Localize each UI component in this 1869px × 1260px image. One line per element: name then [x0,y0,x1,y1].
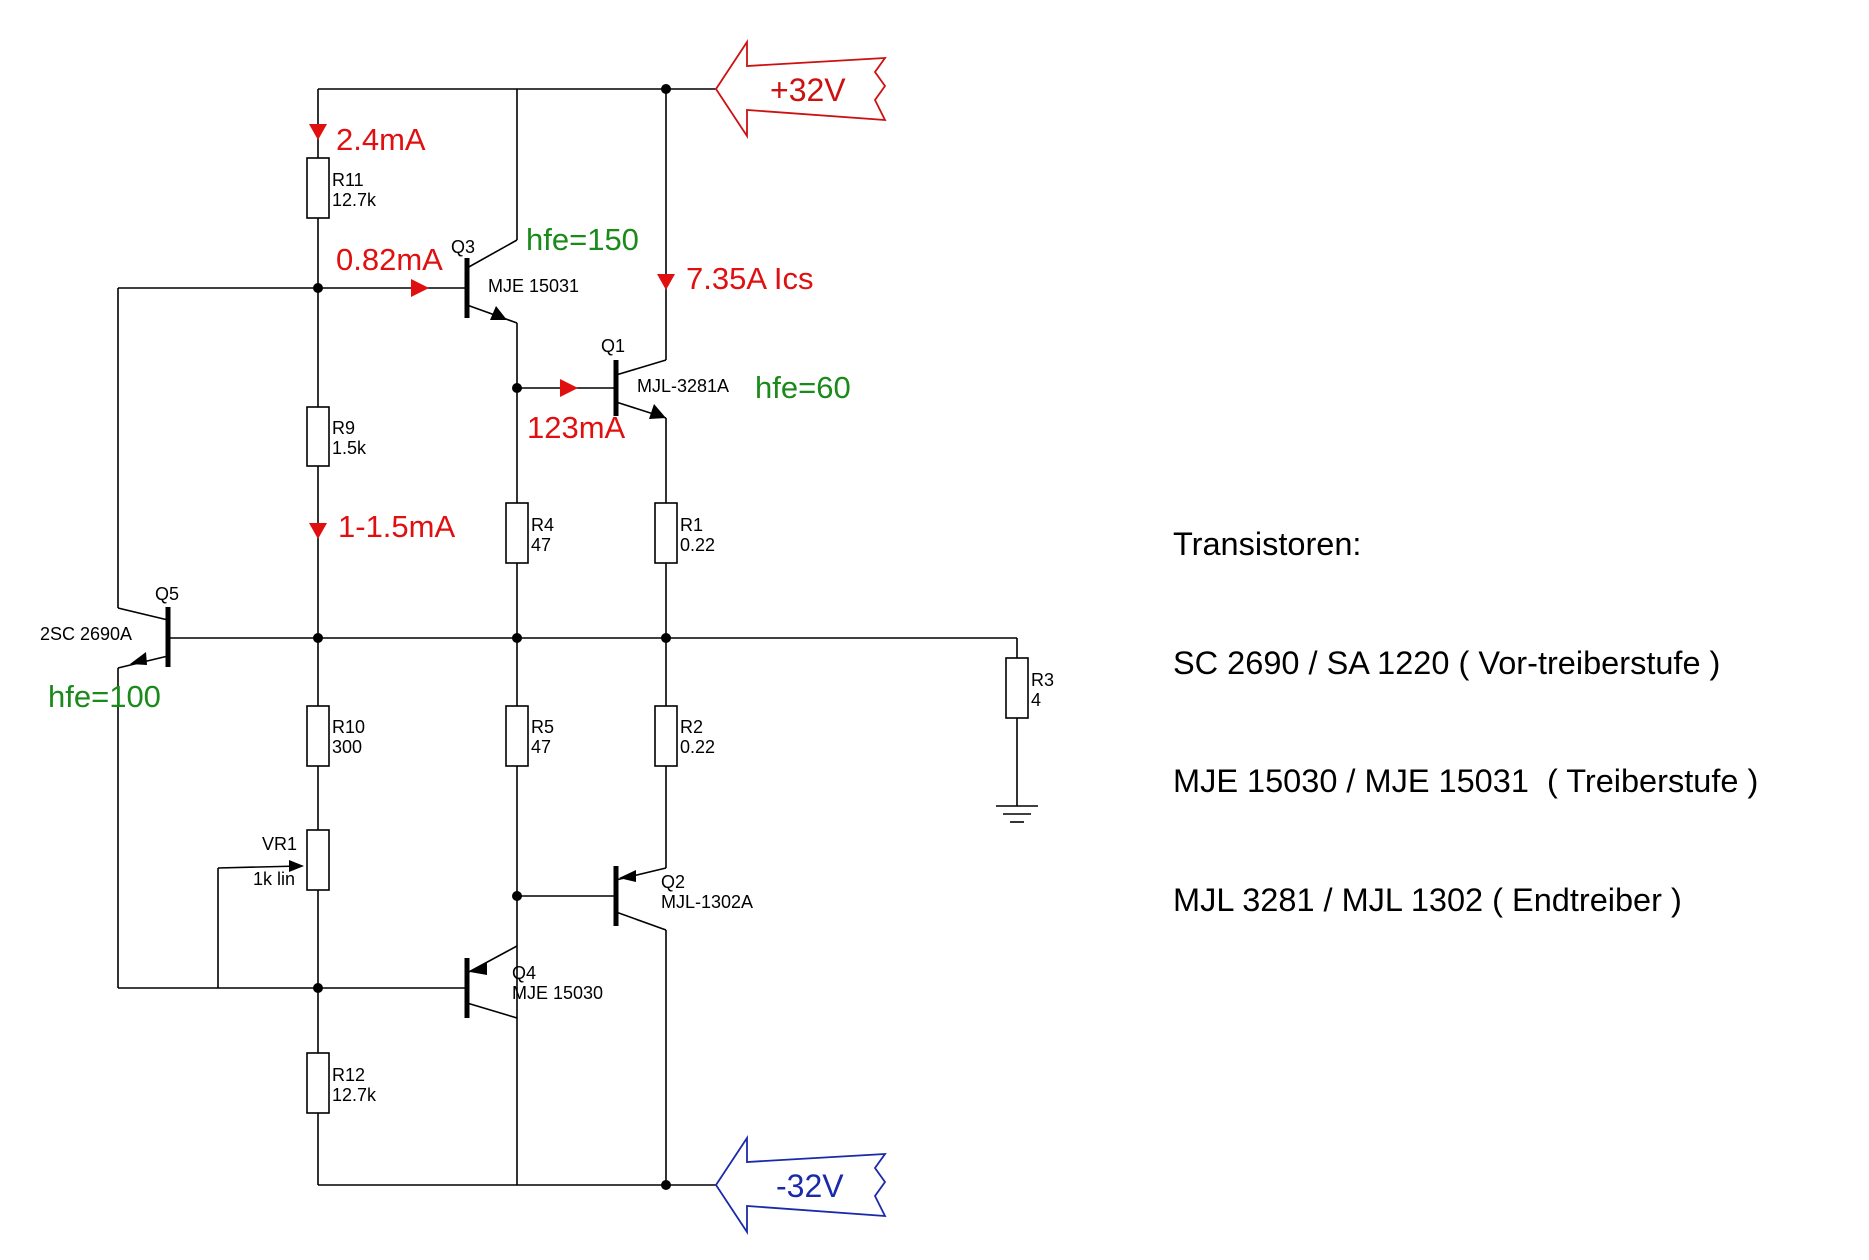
q5-ref: Q5 [155,584,179,604]
resistor-r1 [654,502,678,564]
q2-part: MJL-1302A [661,892,753,912]
resistor-r3 [1005,657,1029,719]
q3-ref: Q3 [451,237,475,257]
r10-value: 300 [332,737,362,757]
resistor-r9 [306,406,330,467]
current-q3-base-label: 0.82mA [336,242,443,277]
r12-value: 12.7k [332,1085,377,1105]
resistor-r11 [306,157,330,219]
r12-ref: R12 [332,1065,365,1085]
current-marker-r11 [309,124,327,140]
potentiometer-vr1 [306,829,330,891]
wires [117,88,1018,1186]
component-labels: R11 12.7k R9 1.5k R10 300 R12 12.7k R4 4… [40,170,1054,1105]
negative-rail-label: -32V [776,1168,844,1204]
ground-symbol [996,805,1038,823]
vr1-value: 1k lin [253,869,295,889]
current-marker-q3-base [411,279,429,297]
q2-emitter-arrow [619,870,636,882]
q4-emitter-arrow [470,962,487,975]
notes-line-3: MJL 3281 / MJL 1302 ( Endtreiber ) [1173,881,1682,918]
r1-value: 0.22 [680,535,715,555]
q3-emitter-arrow [490,306,507,320]
emitter-arrows [130,306,666,975]
r5-value: 47 [531,737,551,757]
q5-emitter-arrow [130,652,147,665]
current-q1-collector-label: 7.35A Ics [686,261,814,296]
current-r11-label: 2.4mA [336,122,426,157]
r11-value: 12.7k [332,190,377,210]
resistors [306,157,1029,1114]
q1-emitter-arrow [649,404,666,419]
r9-value: 1.5k [332,438,367,458]
resistor-r12 [306,1052,330,1114]
notes-line-1: SC 2690 / SA 1220 ( Vor-treiberstufe ) [1173,644,1721,681]
r1-ref: R1 [680,515,703,535]
junction-dots [313,84,671,1190]
vr1-ref: VR1 [262,834,297,854]
current-marker-r9 [309,523,327,539]
transistor-bars [165,258,619,1018]
current-marker-q1-collector [657,274,675,290]
current-marker-q1-base [560,379,578,397]
current-markers [309,124,675,539]
q4-part: MJE 15030 [512,983,603,1003]
notes-line-2: MJE 15030 / MJE 15031 ( Treiberstufe ) [1173,763,1759,799]
r5-ref: R5 [531,717,554,737]
hfe-q1-label: hfe=60 [755,370,851,405]
r3-ref: R3 [1031,670,1054,690]
resistor-r10 [306,705,330,767]
hfe-q5-label: hfe=100 [48,679,161,714]
transistor-notes: Transistoren: SC 2690 / SA 1220 ( Vor-tr… [1173,446,1758,960]
q5-part: 2SC 2690A [40,624,132,644]
r4-value: 47 [531,535,551,555]
r11-ref: R11 [332,170,364,190]
r2-ref: R2 [680,717,703,737]
q4-ref: Q4 [512,963,536,983]
r3-value: 4 [1031,690,1041,710]
q2-ref: Q2 [661,872,685,892]
current-r9-label: 1-1.5mA [338,509,455,544]
q1-part: MJL-3281A [637,376,729,396]
q1-ref: Q1 [601,336,625,356]
notes-title: Transistoren: [1173,526,1362,562]
resistor-r2 [654,705,678,767]
positive-rail-arrow: +32V [714,39,887,139]
hfe-q3-label: hfe=150 [526,222,639,257]
resistor-r4 [505,502,529,564]
r4-ref: R4 [531,515,554,535]
positive-rail-label: +32V [770,72,846,108]
r9-ref: R9 [332,418,355,438]
r10-ref: R10 [332,717,365,737]
current-q1-base-label: 123mA [527,410,626,445]
r2-value: 0.22 [680,737,715,757]
negative-rail-arrow: -32V [714,1135,887,1235]
resistor-r5 [505,705,529,767]
q3-part: MJE 15031 [488,276,579,296]
annotations: 2.4mA 0.82mA 1-1.5mA 123mA 7.35A Ics hfe… [48,122,851,714]
vr1-wiper-arrow [289,860,304,872]
